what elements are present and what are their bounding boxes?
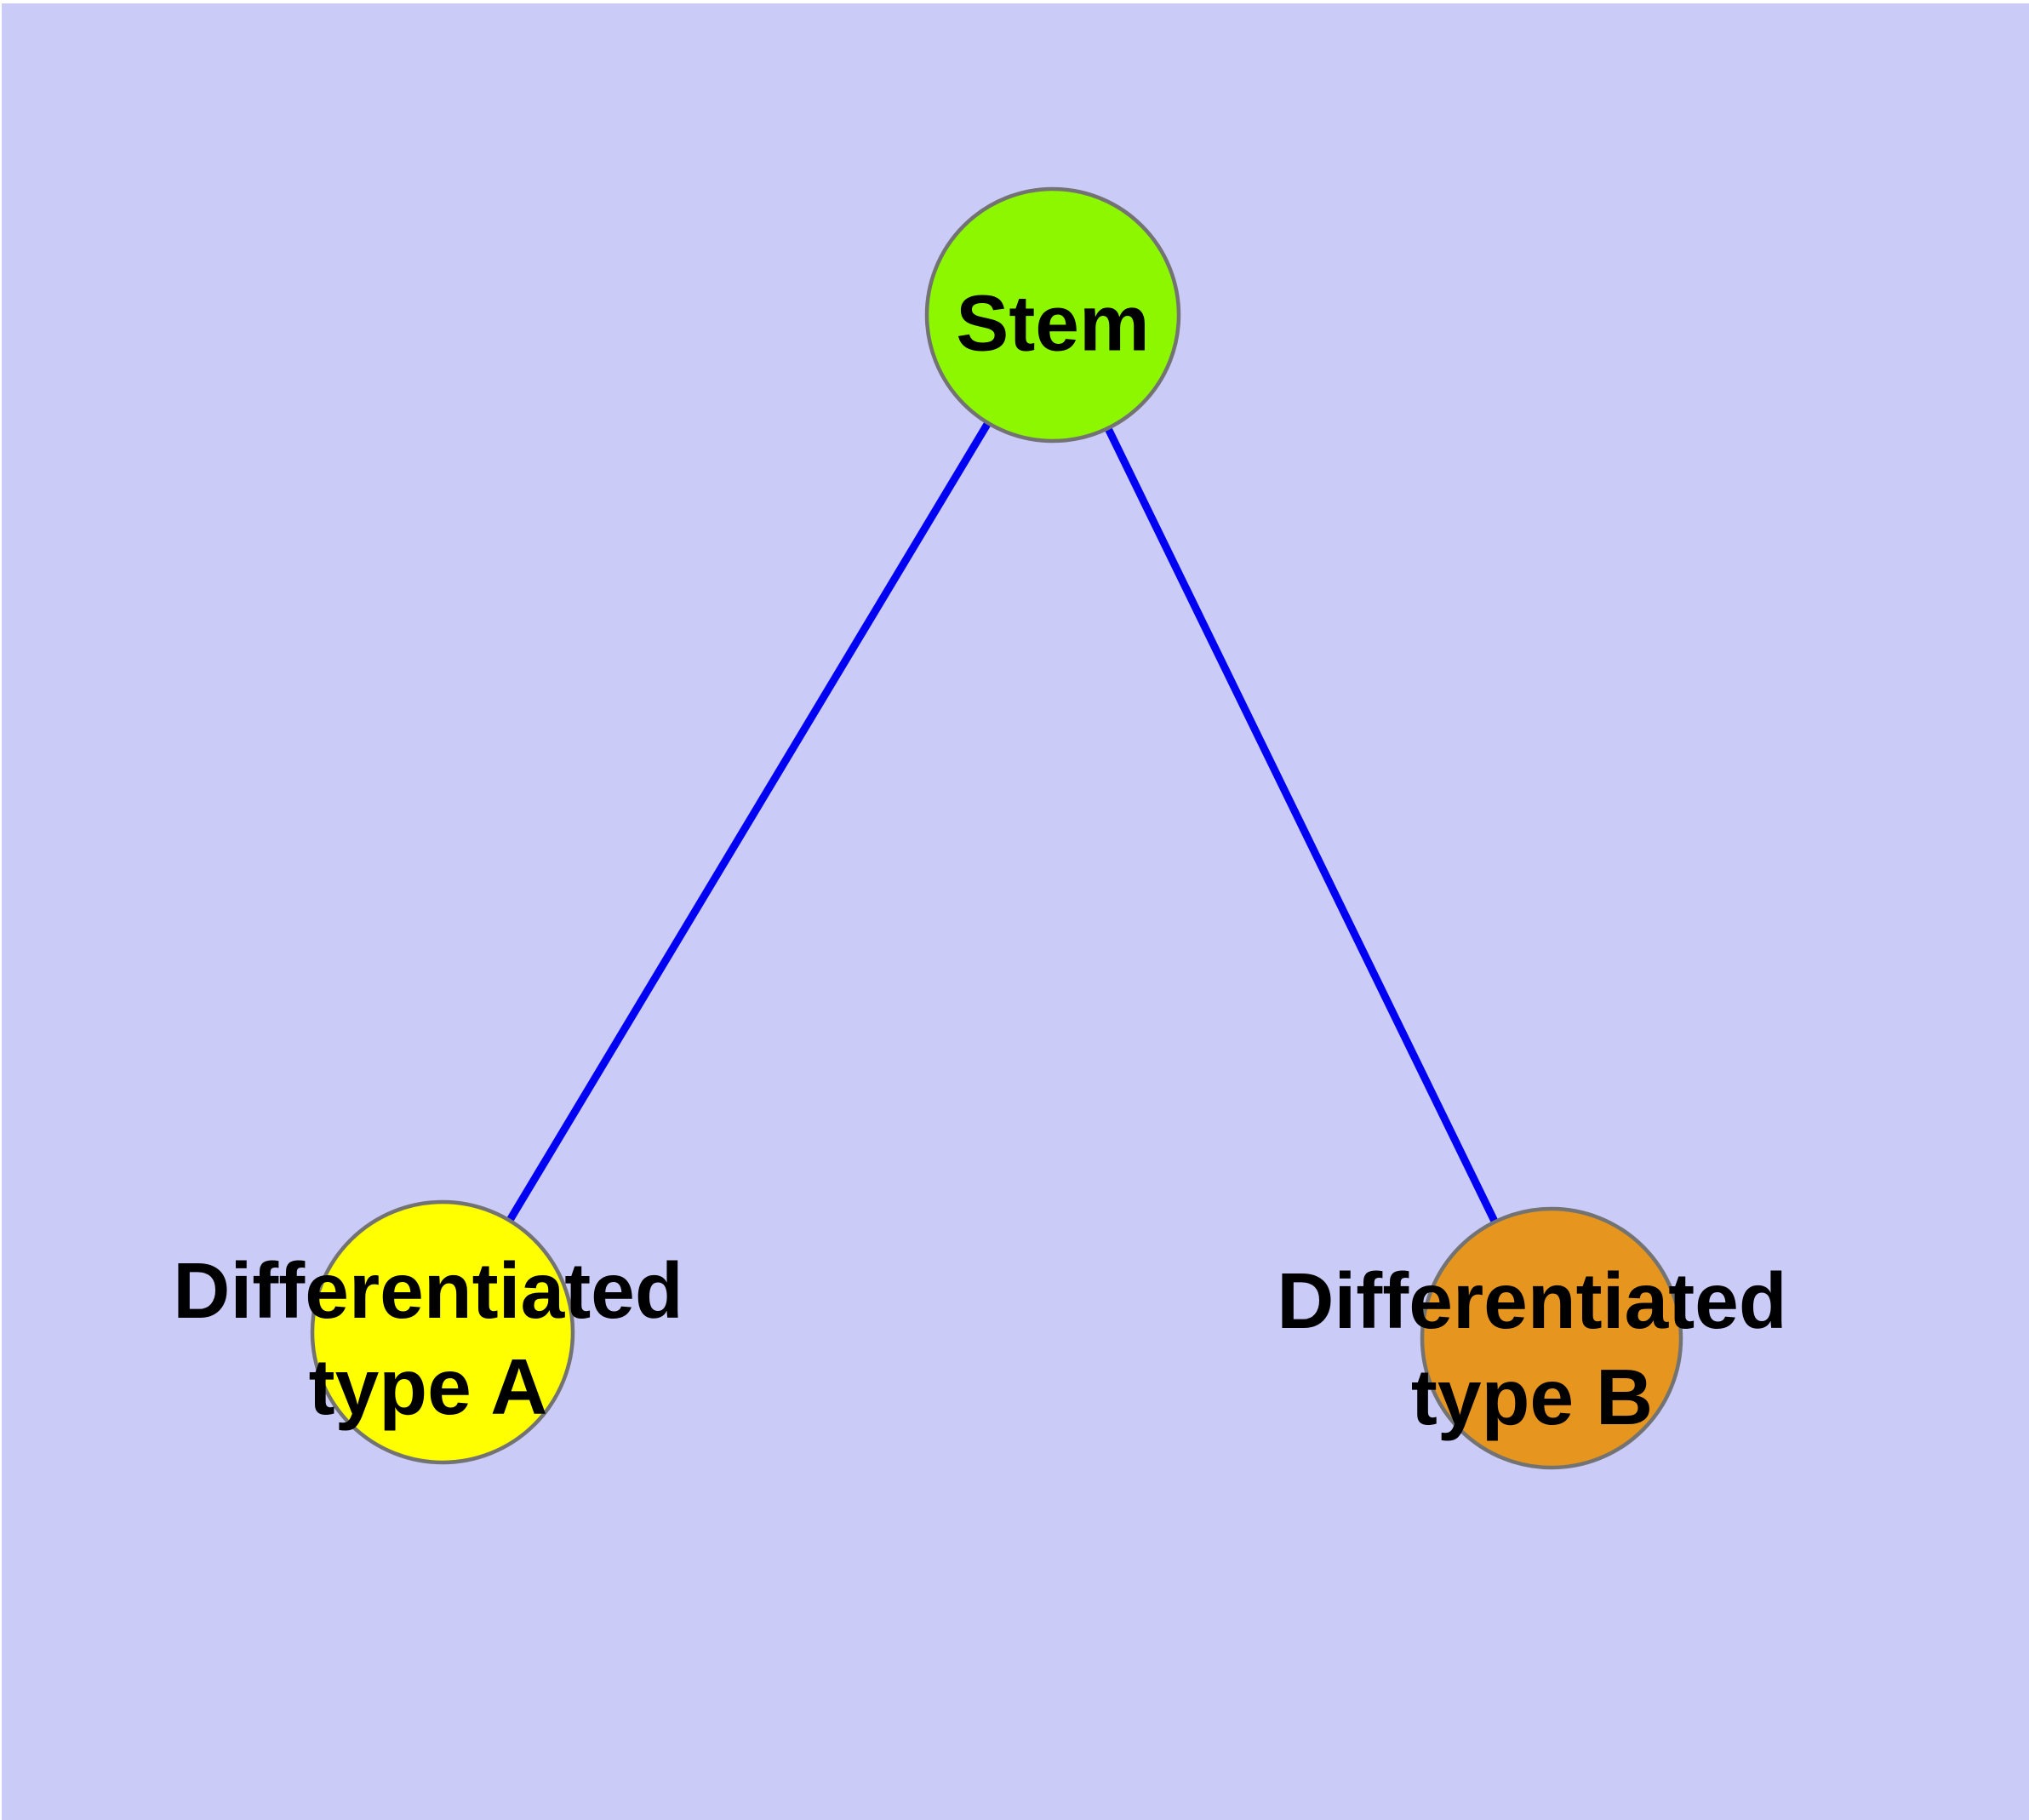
node-label-line: Differentiated: [1277, 1256, 1787, 1345]
node-label-differentiated-type-b: Differentiated type B: [1277, 1253, 1786, 1445]
node-label-line: type B: [1410, 1353, 1654, 1441]
node-label-differentiated-type-a: Differentiated type A: [173, 1243, 683, 1435]
node-label-line: Stem: [956, 278, 1150, 368]
node-type-a-circle: [310, 1199, 575, 1465]
canvas-top-margin: [0, 0, 2029, 3]
edge-stem-to-type-a: [439, 312, 1056, 1335]
node-label-stem: Stem: [956, 276, 1149, 372]
node-type-b-circle: [1420, 1206, 1683, 1470]
edge-stem-to-type-b: [1049, 313, 1556, 1340]
node-label-line: type A: [308, 1342, 548, 1431]
canvas-left-margin: [0, 0, 2, 1820]
node-stem-circle: [924, 186, 1181, 444]
node-label-line: Differentiated: [173, 1246, 683, 1335]
